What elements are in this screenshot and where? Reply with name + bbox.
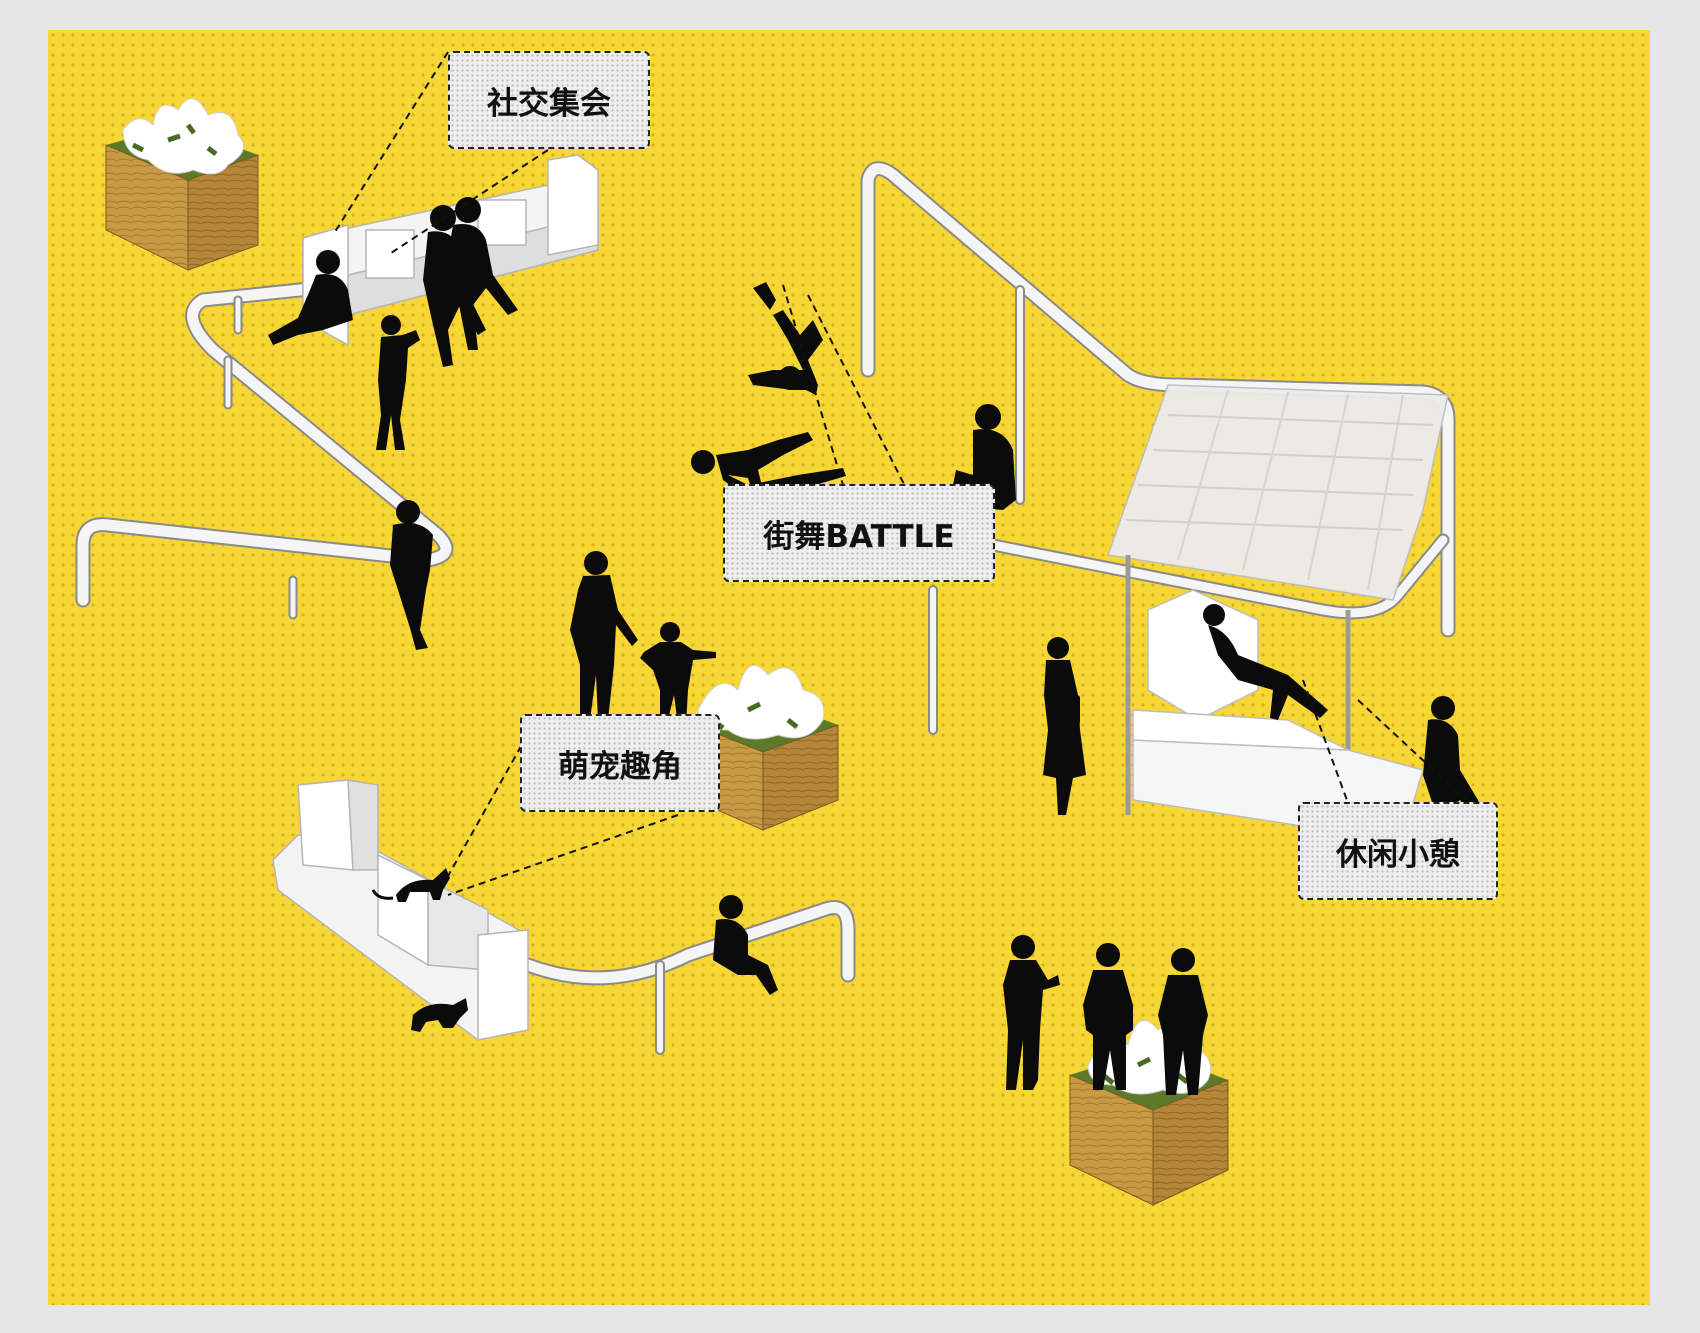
canopy-rest (1106, 384, 1449, 831)
dancer-floor (691, 432, 846, 498)
person-sitting-rail-bottom (713, 895, 778, 995)
leader-lines (332, 51, 1469, 896)
people-group-walking (1003, 935, 1208, 1095)
person-reclining-bench (268, 250, 353, 345)
callout-street-dance-battle: 街舞BATTLE (723, 484, 995, 582)
planter-top-left (105, 98, 259, 271)
cat-on-bench (371, 868, 450, 902)
isometric-scene (75, 51, 1488, 1206)
callout-leisure-rest: 休闲小憩 (1298, 802, 1498, 900)
person-photographing (376, 315, 420, 450)
cat-under-bench (411, 998, 468, 1032)
person-sitting-railing (390, 500, 433, 650)
railing-left (75, 277, 454, 620)
child-walking (640, 622, 716, 725)
person-sitting-2 (448, 197, 518, 350)
person-lounging-canopy (1203, 604, 1328, 720)
parent-walking (570, 551, 638, 720)
bench-pets (272, 779, 529, 1041)
callout-social-gathering: 社交集会 (448, 51, 650, 149)
railing-bottom (520, 900, 856, 1055)
callout-pet-corner: 萌宠趣角 (520, 714, 720, 812)
dancer-freeze (748, 282, 823, 395)
diagram-board: 社交集会 街舞BATTLE 萌宠趣角 休闲小憩 (48, 30, 1650, 1305)
person-standing-bag (1043, 637, 1086, 815)
